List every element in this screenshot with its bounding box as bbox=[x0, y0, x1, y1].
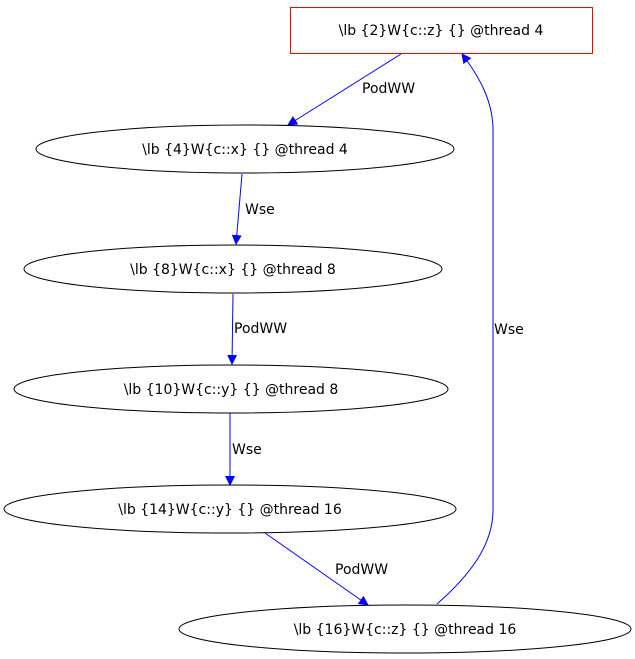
edge-label: Wse bbox=[232, 442, 262, 458]
node-n16[interactable]: \lb {16}W{c::z} {} @thread 16 bbox=[178, 604, 632, 654]
edge-line bbox=[436, 53, 494, 605]
node-shape bbox=[13, 364, 449, 414]
edge-label: Wse bbox=[245, 202, 275, 218]
node-shape bbox=[178, 604, 632, 654]
node-n2[interactable]: \lb {2}W{c::z} {} @thread 4 bbox=[290, 7, 593, 54]
edge-n8-n10[interactable]: PodWW bbox=[227, 293, 287, 365]
node-label: \lb {2}W{c::z} {} @thread 4 bbox=[339, 23, 544, 39]
edge-n4-n8[interactable]: Wse bbox=[231, 173, 275, 245]
edges: PodWW Wse PodWW Wse PodWW Wse bbox=[225, 53, 524, 606]
edge-n2-n4[interactable]: PodWW bbox=[287, 53, 415, 126]
edge-line bbox=[264, 532, 369, 606]
node-shape bbox=[290, 7, 593, 54]
node-label: \lb {14}W{c::y} {} @thread 16 bbox=[118, 502, 342, 518]
node-label: \lb {16}W{c::z} {} @thread 16 bbox=[294, 622, 517, 638]
edge-line bbox=[287, 53, 402, 126]
edge-n14-n16[interactable]: PodWW bbox=[264, 532, 388, 606]
node-shape bbox=[35, 124, 455, 174]
node-shape bbox=[3, 484, 457, 534]
node-shape bbox=[23, 244, 443, 294]
node-label: \lb {4}W{c::x} {} @thread 4 bbox=[142, 142, 348, 158]
edge-line bbox=[227, 293, 238, 365]
node-n10[interactable]: \lb {10}W{c::y} {} @thread 8 bbox=[13, 364, 449, 414]
edge-label: PodWW bbox=[335, 562, 388, 578]
edge-label: PodWW bbox=[234, 321, 287, 337]
edge-line bbox=[231, 173, 243, 245]
node-label: \lb {8}W{c::x} {} @thread 8 bbox=[130, 262, 336, 278]
nodes: \lb {2}W{c::z} {} @thread 4 \lb {4}W{c::… bbox=[3, 7, 632, 654]
edge-n16-n2[interactable]: Wse bbox=[436, 53, 524, 605]
node-n8[interactable]: \lb {8}W{c::x} {} @thread 8 bbox=[23, 244, 443, 294]
node-n14[interactable]: \lb {14}W{c::y} {} @thread 16 bbox=[3, 484, 457, 534]
node-n4[interactable]: \lb {4}W{c::x} {} @thread 4 bbox=[35, 124, 455, 174]
node-label: \lb {10}W{c::y} {} @thread 8 bbox=[124, 382, 339, 398]
edge-label: PodWW bbox=[362, 81, 415, 97]
edge-label: Wse bbox=[494, 322, 524, 338]
edge-n10-n14[interactable]: Wse bbox=[225, 413, 262, 486]
